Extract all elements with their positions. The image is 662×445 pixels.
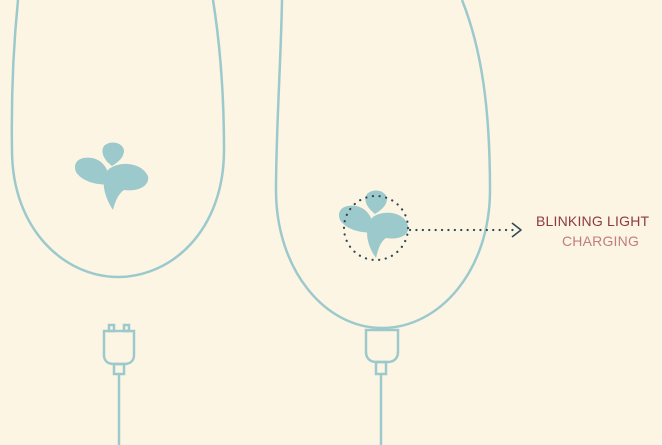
device-right [276, 0, 490, 445]
callout-title: BLINKING LIGHT [536, 211, 662, 231]
usb-plug-icon [104, 325, 134, 445]
device-left [12, 0, 224, 445]
callout-subtitle: CHARGING [536, 231, 662, 251]
device-left-body [12, 0, 224, 277]
callout-pointer [410, 223, 521, 237]
device-right-body [276, 0, 490, 328]
leaf-drop-logo-icon [75, 143, 148, 210]
usb-plug-icon [366, 330, 398, 445]
callout-label: BLINKING LIGHT CHARGING [536, 211, 662, 251]
leaf-drop-logo-icon [339, 191, 408, 258]
